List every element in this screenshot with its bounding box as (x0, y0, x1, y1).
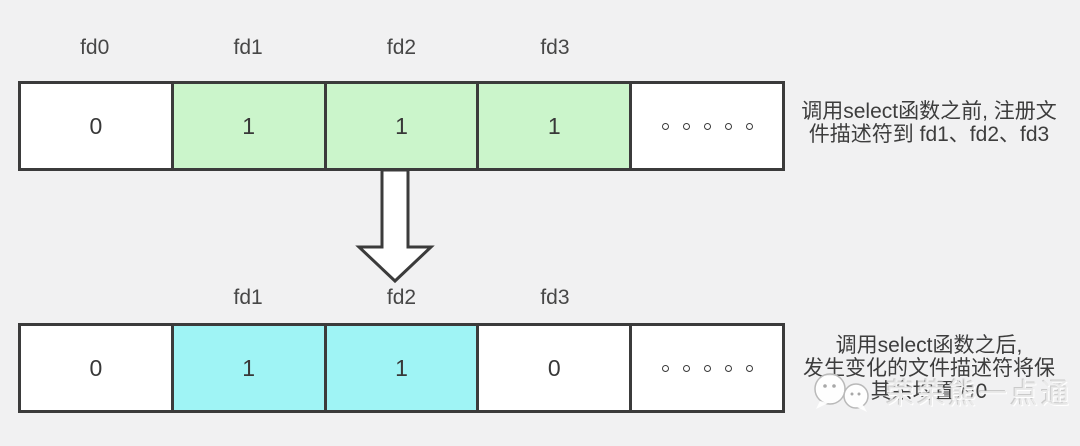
fd-cell: 1 (170, 84, 324, 168)
down-arrow-icon (355, 168, 435, 284)
annotation-before: 调用select函数之前, 注册文件描述符到 fd1、fd2、fd3 (778, 100, 1080, 146)
fd-cell-value: 1 (547, 112, 561, 139)
fd-cell: 1 (476, 84, 630, 168)
dot-icon (661, 122, 669, 130)
fd-cell: 0 (476, 326, 630, 410)
fd-cell-value: 1 (395, 354, 408, 381)
annotation-line: 其余均置为0 (870, 380, 988, 403)
fd-cell-value: 0 (89, 354, 103, 381)
ellipsis-dots-icon (661, 364, 753, 372)
annotation-line: 件描述符到 fd1、fd2、fd3 (808, 123, 1050, 146)
dot-icon (703, 364, 711, 372)
dot-icon (724, 364, 732, 372)
fd-label-empty (632, 284, 785, 312)
dot-icon (745, 122, 753, 130)
fd-cell-value: 1 (395, 112, 408, 139)
dot-icon (745, 364, 753, 372)
fd-array-before: 0 1 1 1 (18, 81, 785, 171)
fd-label-empty (632, 34, 785, 62)
dot-icon (703, 122, 711, 130)
fd-cell-ellipsis (629, 84, 782, 168)
fd-cell: 0 (21, 326, 171, 410)
fd-cell: 1 (323, 326, 477, 410)
fd-label-fd3: fd3 (540, 286, 570, 309)
fd-cell: 1 (170, 326, 324, 410)
fd-array-after: 0 1 1 0 (18, 323, 785, 413)
annotation-line: 发生变化的文件描述符将保 (803, 357, 1055, 380)
dot-icon (682, 122, 690, 130)
fd-labels-after: fd1 fd2 fd3 (18, 284, 785, 312)
fd-cell: 0 (21, 84, 171, 168)
fd-cell-value: 0 (89, 112, 103, 139)
fd-label-fd3: fd3 (540, 36, 570, 59)
fd-label-fd2: fd2 (386, 36, 417, 59)
fd-label-fd1: fd1 (233, 286, 263, 309)
fd-cell-value: 1 (242, 354, 256, 381)
fd-label-fd2: fd2 (386, 286, 417, 309)
ellipsis-dots-icon (661, 122, 753, 130)
fd-labels-before: fd0 fd1 fd2 fd3 (18, 34, 785, 62)
annotation-line: 调用select函数之前, 注册文 (801, 100, 1057, 123)
fd-cell-ellipsis (629, 326, 782, 410)
dot-icon (682, 364, 690, 372)
fd-label-empty (18, 284, 171, 312)
fd-label-fd0: fd0 (80, 36, 110, 59)
dot-icon (724, 122, 732, 130)
annotation-after: 调用select函数之后,发生变化的文件描述符将保其余均置为0 (778, 334, 1080, 403)
fd-cell-value: 1 (242, 112, 256, 139)
annotation-line: 调用select函数之后, (835, 334, 1023, 357)
dot-icon (661, 364, 669, 372)
down-arrow (350, 168, 440, 284)
fd-cell-value: 0 (547, 354, 561, 381)
fd-cell: 1 (323, 84, 477, 168)
fd-label-fd1: fd1 (233, 36, 263, 59)
